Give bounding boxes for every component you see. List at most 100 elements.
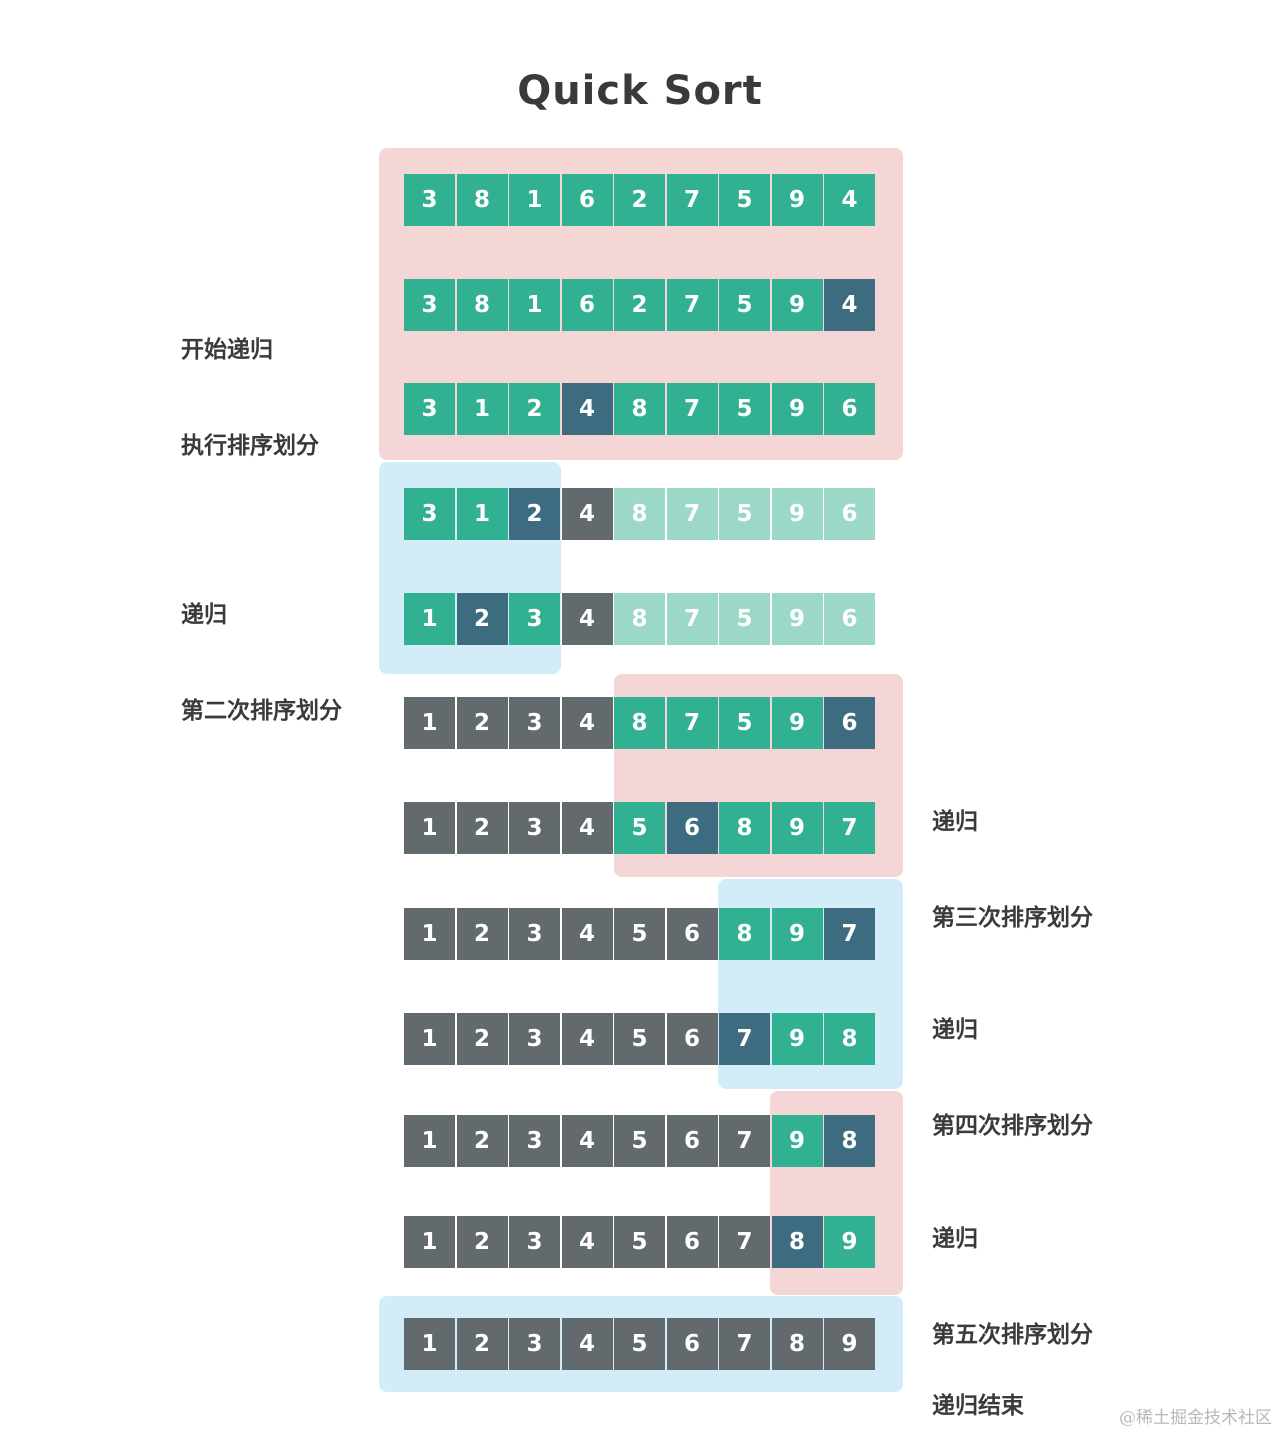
array-cell: 2	[456, 1115, 508, 1167]
label-step3: 递归 第三次排序划分	[932, 742, 1093, 966]
array-cell: 1	[404, 802, 455, 854]
array-cell: 5	[719, 383, 770, 435]
array-cell: 3	[509, 1115, 560, 1167]
array-cell: 6	[824, 383, 875, 435]
watermark: @稀土掘金技术社区	[1119, 1408, 1272, 1428]
label-line: 第四次排序划分	[932, 1113, 1093, 1139]
array-cell: 5	[719, 488, 770, 540]
array-cell: 3	[509, 802, 560, 854]
array-cell: 6	[666, 908, 718, 960]
label-line: 开始递归	[181, 337, 273, 363]
array-cell: 8	[614, 383, 665, 435]
page-title: Quick Sort	[517, 68, 763, 114]
array-cell: 4	[561, 488, 613, 540]
array-cell: 9	[824, 1216, 875, 1268]
array-cell: 7	[824, 802, 875, 854]
array-cell: 7	[719, 1216, 770, 1268]
label-line: 第五次排序划分	[932, 1322, 1093, 1348]
array-cell: 7	[824, 908, 875, 960]
array-cell: 8	[614, 697, 665, 749]
array-cell: 3	[404, 383, 455, 435]
array-cell: 2	[614, 174, 665, 226]
array-cell: 4	[824, 279, 875, 331]
array-cell: 1	[404, 697, 455, 749]
array-cell: 7	[719, 1318, 770, 1370]
array-cell: 5	[719, 593, 770, 645]
label-step1: 开始递归 执行排序划分	[181, 270, 319, 494]
array-cell: 2	[456, 593, 508, 645]
array-cell: 9	[824, 1318, 875, 1370]
array-cell: 6	[561, 174, 613, 226]
array-cell: 6	[824, 488, 875, 540]
array-cell: 6	[561, 279, 613, 331]
array-cell: 8	[771, 1318, 823, 1370]
array-cell: 6	[666, 1013, 718, 1065]
label-line: 递归	[932, 809, 978, 835]
array-cell: 9	[771, 593, 823, 645]
array-cell: 6	[824, 697, 875, 749]
array-cell: 2	[614, 279, 665, 331]
array-cell: 2	[509, 488, 560, 540]
array-cell: 8	[824, 1115, 875, 1167]
array-cell: 9	[771, 1115, 823, 1167]
array-cell: 8	[771, 1216, 823, 1268]
array-cell: 5	[614, 908, 665, 960]
array-cell: 9	[771, 908, 823, 960]
array-cell: 9	[771, 802, 823, 854]
label-line: 递归	[932, 1017, 978, 1043]
array-cell: 1	[404, 1115, 455, 1167]
label-line: 第三次排序划分	[932, 905, 1093, 931]
array-cell: 8	[614, 488, 665, 540]
array-cell: 5	[614, 1216, 665, 1268]
array-cell: 4	[824, 174, 875, 226]
array-cell: 4	[561, 697, 613, 749]
array-cell: 6	[666, 1115, 718, 1167]
array-cell: 7	[666, 488, 718, 540]
array-cell: 2	[456, 697, 508, 749]
label-line: 递归结束	[932, 1393, 1024, 1419]
array-cell: 6	[824, 593, 875, 645]
array-cell: 8	[719, 802, 770, 854]
array-cell: 6	[666, 1216, 718, 1268]
array-cell: 5	[614, 1115, 665, 1167]
array-cell: 8	[719, 908, 770, 960]
array-cell: 7	[666, 279, 718, 331]
array-cell: 5	[614, 1013, 665, 1065]
array-cell: 5	[614, 802, 665, 854]
array-cell: 3	[509, 908, 560, 960]
array-cell: 3	[404, 174, 455, 226]
label-step4: 递归 第四次排序划分	[932, 950, 1093, 1174]
label-line: 递归	[181, 602, 227, 628]
array-cell: 2	[456, 1216, 508, 1268]
array-cell: 1	[456, 383, 508, 435]
array-cell: 2	[456, 908, 508, 960]
array-cell: 7	[719, 1013, 770, 1065]
array-cell: 5	[719, 279, 770, 331]
array-cell: 3	[509, 593, 560, 645]
array-cell: 2	[456, 802, 508, 854]
array-cell: 3	[509, 1318, 560, 1370]
array-cell: 2	[456, 1013, 508, 1065]
array-cell: 8	[456, 174, 508, 226]
array-cell: 4	[561, 383, 613, 435]
array-cell: 1	[404, 593, 455, 645]
label-line: 第二次排序划分	[181, 698, 342, 724]
array-cell: 4	[561, 802, 613, 854]
array-cell: 6	[666, 802, 718, 854]
array-cell: 8	[824, 1013, 875, 1065]
array-cell: 8	[456, 279, 508, 331]
array-cell: 3	[404, 279, 455, 331]
array-cell: 4	[561, 1013, 613, 1065]
array-cell: 7	[666, 593, 718, 645]
array-cell: 1	[404, 1318, 455, 1370]
array-cell: 9	[771, 697, 823, 749]
